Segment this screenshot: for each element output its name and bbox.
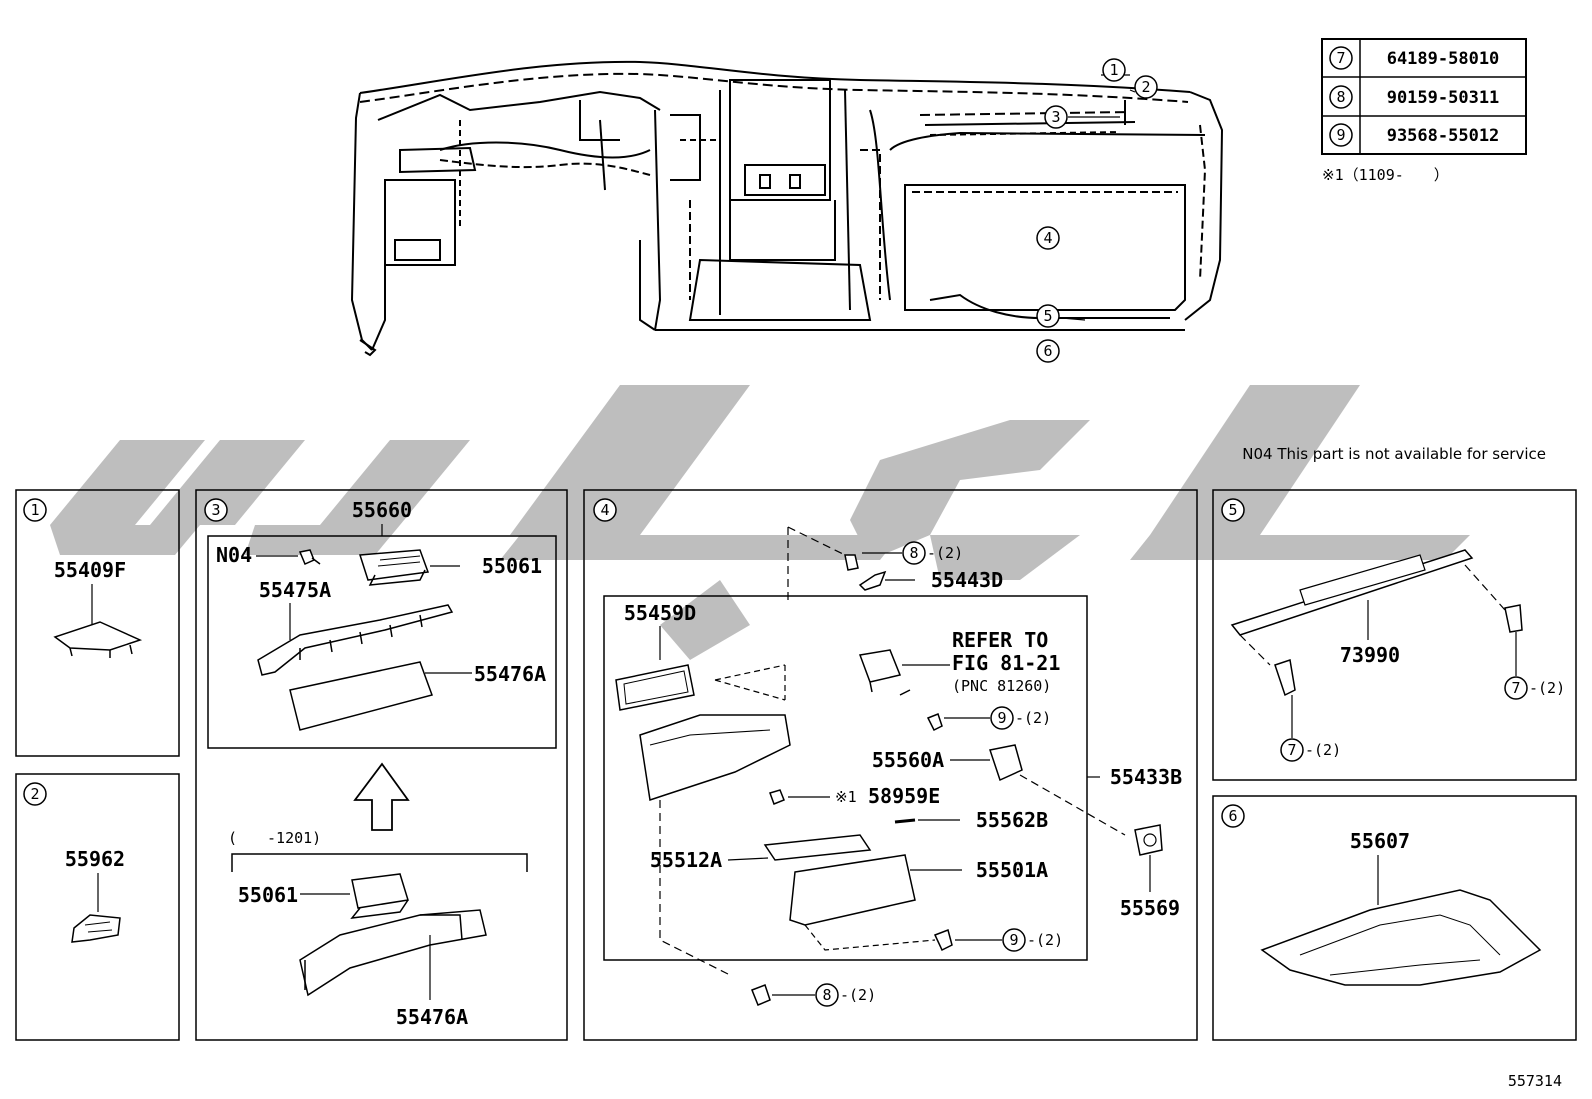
part-55501A-label: 55501A [976, 858, 1048, 882]
svg-text:(PNC 81260): (PNC 81260) [952, 677, 1051, 695]
svg-text:7: 7 [1287, 741, 1296, 759]
callout-4-badge: 4 [1036, 226, 1060, 250]
instrument-panel-overview [350, 60, 1224, 357]
svg-text:64189-58010: 64189-58010 [1387, 49, 1500, 69]
part-55475A-label: 55475A [259, 578, 331, 602]
part-58959E-label: 58959E [868, 784, 940, 808]
svg-text:8: 8 [1336, 88, 1345, 106]
part-55409F-label: 55409F [54, 558, 126, 582]
part-55061-label: 55061 [482, 554, 542, 578]
part-55607-label: 55607 [1350, 829, 1410, 853]
range-label: ( -1201) [228, 829, 321, 847]
glove-door-drawing [789, 854, 916, 926]
svg-text:-(2): -(2) [927, 544, 963, 562]
bracket-drawing [257, 604, 454, 676]
svg-text:8: 8 [822, 986, 831, 1004]
table-row: 9 93568-55012 [1329, 123, 1500, 147]
panel-1: 1 55409F [15, 489, 180, 757]
supersession-arrow [353, 762, 410, 831]
part-55569-label: 55569 [1120, 896, 1180, 920]
callout-2-badge: 2 [1134, 75, 1158, 99]
svg-text:-(2): -(2) [1027, 931, 1063, 949]
panel-2: 2 55962 [15, 773, 180, 1041]
part-55476A-old-label: 55476A [396, 1005, 468, 1029]
part-55512A-label: 55512A [650, 848, 722, 872]
panel-5: 5 73990 7 -(2) 7 -(2) [1212, 489, 1577, 781]
watermark-logo [50, 385, 1470, 660]
n04-screw-drawing [298, 549, 321, 565]
svg-text:9: 9 [1009, 931, 1018, 949]
fastener-reference-table: 7 64189-58010 8 90159-50311 9 93568-5501… [1321, 38, 1527, 155]
svg-text:1: 1 [30, 501, 39, 519]
part-55061-old-label: 55061 [238, 883, 298, 907]
svg-text:4: 4 [1043, 229, 1052, 247]
svg-text:93568-55012: 93568-55012 [1387, 126, 1500, 146]
part-55476A-label: 55476A [474, 662, 546, 686]
svg-text:1: 1 [1109, 61, 1118, 79]
old-register-drawing [350, 873, 409, 919]
svg-text:-(2): -(2) [840, 986, 876, 1004]
svg-text:-(2): -(2) [1529, 679, 1565, 697]
refer-to-label: REFER TO [952, 628, 1048, 652]
svg-text:7: 7 [1511, 679, 1520, 697]
callout-5-badge: 5 [1036, 304, 1060, 328]
svg-text:3: 3 [211, 501, 220, 519]
svg-text:-(2): -(2) [1015, 709, 1051, 727]
figure-id: 557314 [1508, 1072, 1562, 1090]
callout-1-badge: 1 [1102, 58, 1126, 82]
overview-callouts: 1 2 3 4 5 6 [1036, 58, 1158, 363]
part-55660-label: 55660 [352, 498, 412, 522]
table-row: 7 64189-58010 [1329, 46, 1500, 70]
svg-text:FIG 81-21: FIG 81-21 [952, 651, 1060, 675]
svg-text:5: 5 [1043, 307, 1052, 325]
svg-text:8: 8 [909, 544, 918, 562]
part-55459D-label: 55459D [624, 601, 696, 625]
garnish-drawing [289, 661, 433, 731]
svg-text:5: 5 [1228, 501, 1237, 519]
svg-text:6: 6 [1228, 807, 1237, 825]
panel-6: 6 55607 [1212, 795, 1577, 1041]
callout-3-badge: 3 [1044, 105, 1068, 129]
part-55443D-label: 55443D [931, 568, 1003, 592]
old-garnish-drawing [299, 909, 487, 997]
part-55562B-label: 55562B [976, 808, 1048, 832]
svg-text:-(2): -(2) [1305, 741, 1341, 759]
panel-3: 3 55660 N04 55061 55475A 55476A ( -1201)… [195, 489, 568, 1041]
svg-text:2: 2 [30, 785, 39, 803]
service-note: N04 This part is not available for servi… [1242, 445, 1546, 463]
svg-text:9: 9 [1336, 126, 1345, 144]
part-55433B-label: 55433B [1110, 765, 1182, 789]
panel-4: 4 8 -(2) 55443D 55459D REFER TO FIG 81-2… [583, 489, 1198, 1041]
cover-part-drawing [53, 621, 143, 651]
footnote: ※1（1109- ） [1322, 166, 1449, 184]
svg-text:9: 9 [997, 709, 1006, 727]
callout-6-badge: 6 [1036, 339, 1060, 363]
glove-box-drawing [639, 714, 791, 801]
svg-text:2: 2 [1141, 78, 1150, 96]
register-drawing [358, 549, 430, 586]
note-mark: ※1 [835, 788, 857, 806]
svg-text:90159-50311: 90159-50311 [1387, 88, 1500, 108]
under-cover-drawing [1260, 889, 1542, 986]
svg-text:4: 4 [600, 501, 609, 519]
table-row: 8 90159-50311 [1329, 85, 1500, 109]
svg-text:6: 6 [1043, 342, 1052, 360]
part-73990-label: 73990 [1340, 643, 1400, 667]
part-55560A-label: 55560A [872, 748, 944, 772]
part-55962-label: 55962 [65, 847, 125, 871]
n04-label: N04 [216, 543, 252, 567]
duct-drawing [1230, 549, 1474, 636]
svg-text:7: 7 [1336, 49, 1345, 67]
svg-text:3: 3 [1051, 108, 1060, 126]
clip-part-drawing [71, 914, 121, 943]
